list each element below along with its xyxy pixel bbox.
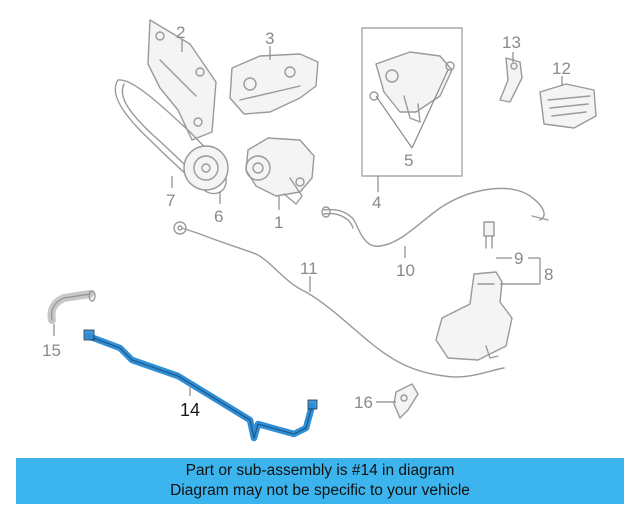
- part-13-bracket[interactable]: [499, 57, 523, 103]
- callout-3: 3: [265, 29, 274, 48]
- callout-2: 2: [176, 23, 185, 42]
- banner-line-2: Diagram may not be specific to your vehi…: [170, 482, 470, 499]
- part-9-cap[interactable]: [483, 221, 495, 249]
- part-4-assembly-box[interactable]: [361, 27, 463, 177]
- part-12-module[interactable]: [539, 83, 597, 129]
- part-14-pressure-line[interactable]: [83, 329, 318, 442]
- callout-9: 9: [514, 249, 523, 268]
- part-2-bracket[interactable]: [147, 19, 217, 141]
- callout-15: 15: [42, 341, 61, 360]
- callout-14: 14: [180, 400, 200, 420]
- banner-line-1: Part or sub-assembly is #14 in diagram: [185, 462, 455, 479]
- part-1-power-steering-pump[interactable]: [245, 137, 315, 205]
- callout-13: 13: [502, 33, 521, 52]
- callout-1: 1: [274, 213, 283, 232]
- callout-6: 6: [214, 207, 223, 226]
- callout-11: 11: [300, 259, 318, 278]
- callout-10: 10: [396, 261, 415, 280]
- info-banner: Part or sub-assembly is #14 in diagram D…: [16, 458, 624, 504]
- callout-16: 16: [354, 393, 373, 412]
- leader-lines: [53, 40, 563, 403]
- part-11-return-line[interactable]: [173, 221, 505, 378]
- part-16-fitting[interactable]: [393, 383, 419, 419]
- callout-8: 8: [544, 265, 553, 284]
- part-3-pump-bracket[interactable]: [229, 53, 319, 115]
- part-10-hose[interactable]: [321, 187, 549, 247]
- callout-4: 4: [372, 193, 381, 212]
- part-15-hose[interactable]: [47, 290, 96, 324]
- part-6-pulley[interactable]: [183, 145, 229, 191]
- callout-12: 12: [552, 59, 571, 78]
- callout-5: 5: [404, 151, 413, 170]
- part-8-reservoir[interactable]: [435, 271, 513, 361]
- callout-7: 7: [166, 191, 175, 210]
